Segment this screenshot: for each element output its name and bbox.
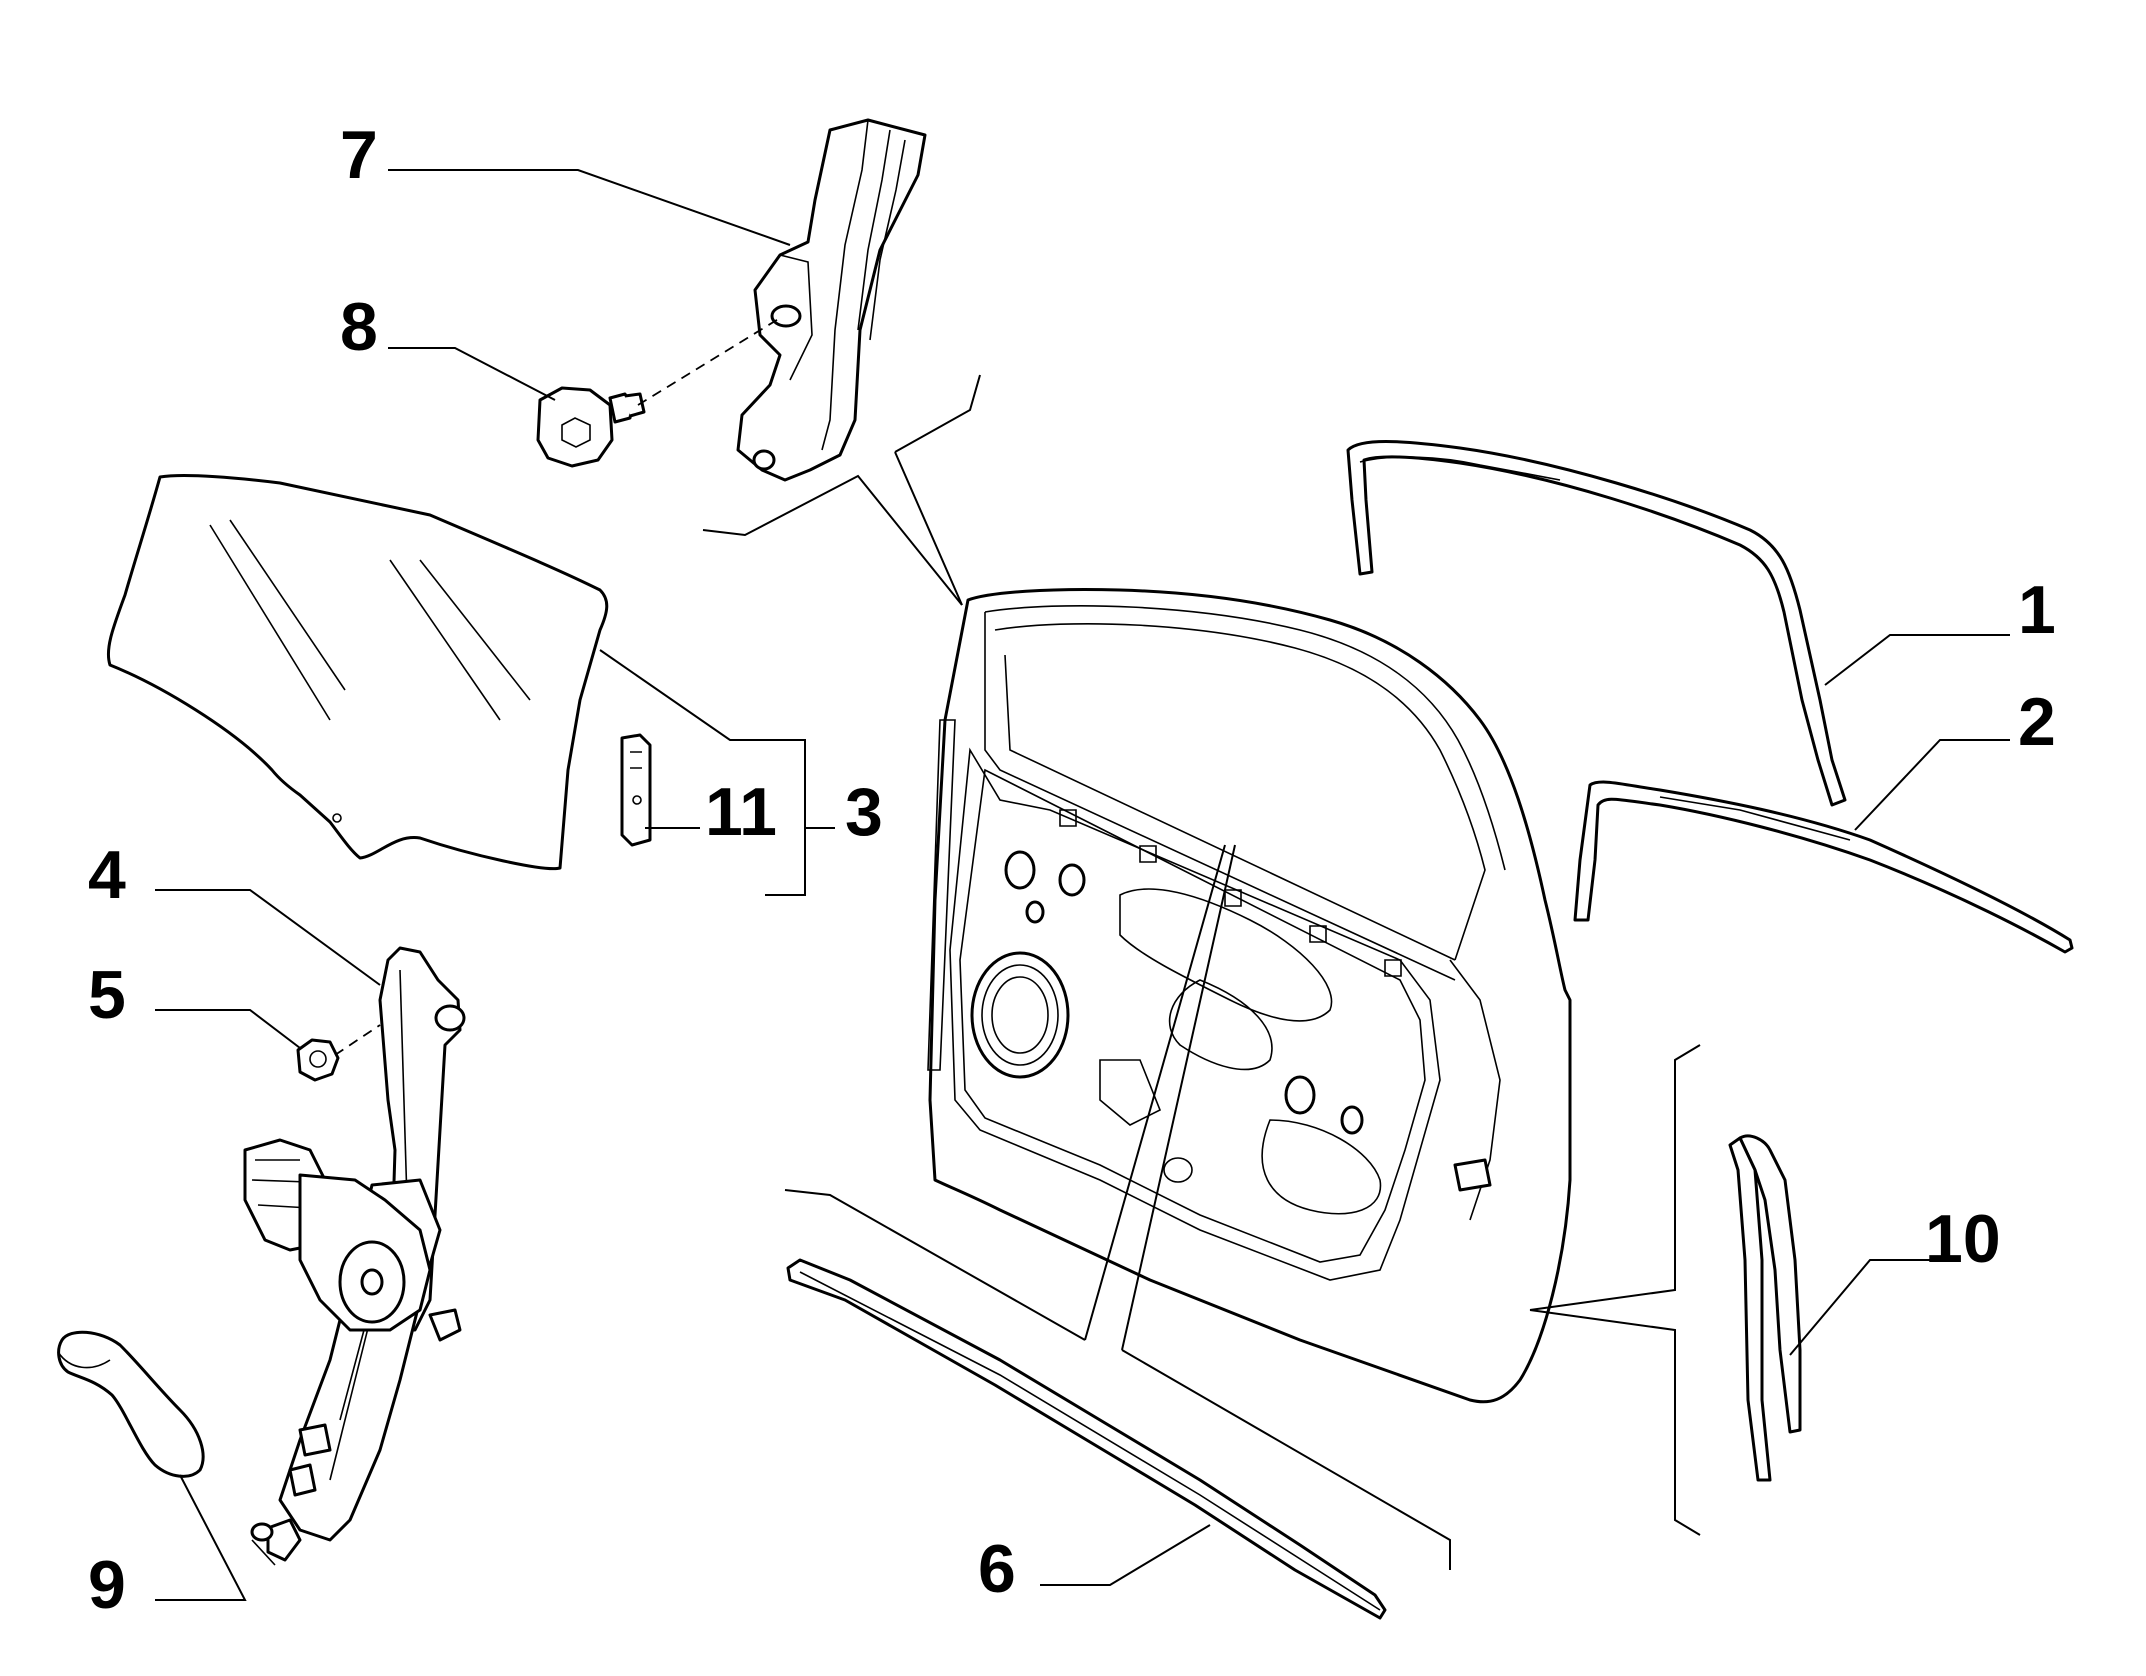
nut-5-axis (334, 1024, 381, 1056)
callout-4: 4 (88, 837, 126, 913)
door-pointer-bottom (1121, 1349, 1451, 1570)
callout-6: 6 (978, 1531, 1016, 1607)
part-10-door-vertical-seal (1728, 1134, 1802, 1482)
callout-11: 11 (705, 774, 777, 850)
part-1-window-frame-seal (1346, 440, 1847, 807)
door-pointer-upper (702, 474, 963, 606)
part-10-bracket (1529, 1044, 1701, 1536)
callout-1: 1 (2018, 572, 2056, 648)
callout-leaders (155, 169, 2010, 1601)
callout-9: 9 (88, 1547, 126, 1623)
leader-10 (1789, 1259, 1935, 1356)
leader-5 (155, 1009, 301, 1049)
part-11-glass-clip (620, 733, 652, 847)
callout-10: 10 (1925, 1201, 2001, 1277)
door-pointer-upper-2 (894, 374, 981, 606)
part-8-bolt (536, 386, 646, 468)
part-9-window-crank-handle (57, 1330, 205, 1478)
leader-9 (155, 1474, 247, 1601)
door-pointer-lower (784, 1189, 1086, 1341)
leader-1 (1824, 634, 2010, 686)
door-cross-line-a (1084, 844, 1226, 1341)
callout-2: 2 (2018, 684, 2056, 760)
leader-6 (1040, 1524, 1211, 1586)
leader-7 (388, 169, 791, 246)
leader-8 (388, 347, 556, 401)
leader-2 (1854, 739, 2010, 831)
part-4-window-regulator (243, 946, 466, 1566)
bolt-8-axis (637, 317, 781, 406)
part-6-outer-beltline-strip (786, 1258, 1387, 1620)
callout-5: 5 (88, 957, 126, 1033)
door-cross-line-b (1121, 844, 1236, 1351)
leader-4 (155, 889, 381, 986)
callout-8: 8 (340, 289, 378, 365)
part-3-door-glass (106, 474, 609, 871)
bracket-3 (599, 649, 835, 896)
door-panel (927, 587, 1572, 1404)
part-7-window-guide-channel (736, 118, 927, 482)
callout-3: 3 (845, 774, 883, 850)
callout-7: 7 (340, 117, 378, 193)
part-2-beltline-seal (1573, 780, 2074, 954)
part-5-nut (296, 1038, 340, 1082)
